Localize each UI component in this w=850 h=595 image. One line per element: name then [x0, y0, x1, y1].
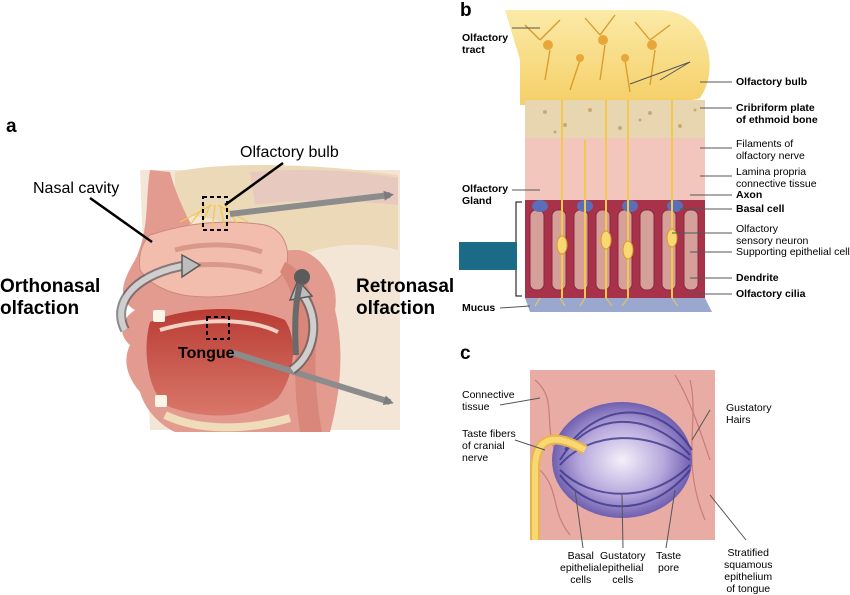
panel-letter-b: b	[460, 0, 472, 21]
label-olfactory-bulb-b: Olfactory bulb	[736, 76, 808, 88]
label-taste-pore: Taste pore	[656, 550, 682, 575]
label-olfactory-bulb-a: Olfactory bulb	[240, 144, 339, 161]
label-orthonasal: Orthonasal olfaction	[0, 276, 101, 319]
panel-letter-c: c	[460, 343, 471, 364]
panel-a-head	[89, 161, 400, 432]
label-olfactory-tract: Olfactory tract	[462, 32, 509, 57]
panel-letter-a: a	[6, 116, 17, 137]
label-nasal-cavity: Nasal cavity	[33, 180, 120, 197]
label-tongue: Tongue	[178, 345, 235, 362]
label-olfactory-cilia: Olfactory cilia	[736, 288, 806, 300]
label-sensory-neuron: Olfactory sensory neuron	[736, 223, 809, 248]
label-dendrite: Dendrite	[736, 272, 779, 284]
label-mucus: Mucus	[462, 302, 496, 314]
label-retronasal: Retronasal olfaction	[356, 276, 455, 319]
label-basal-epithelial-cells: Basal epithelial cells	[560, 550, 602, 587]
panel-c-taste-bud	[499, 370, 747, 549]
label-axon: Axon	[736, 189, 763, 201]
label-olfactory-gland: Olfactory Gland	[462, 183, 509, 208]
label-basal-cell: Basal cell	[736, 203, 785, 215]
panel-b-olfactory-epithelium	[459, 10, 732, 312]
label-filaments: Filaments of olfactory nerve	[736, 138, 805, 163]
label-cribriform-plate: Cribriform plate of ethmoid bone	[736, 102, 818, 127]
label-taste-fibers: Taste fibers of cranial nerve	[462, 428, 516, 465]
label-supporting-cell: Supporting epithelial cell	[736, 246, 850, 258]
label-lamina-propria: Lamina propria connective tissue	[736, 166, 817, 191]
label-gustatory-epithelial-cells: Gustatory epithelial cells	[600, 550, 646, 587]
label-gustatory-hairs: Gustatory Hairs	[726, 402, 772, 427]
label-connective-tissue: Connective tissue	[462, 389, 515, 414]
label-stratified-epithelium: Stratified squamous epithelium of tongue	[724, 547, 773, 595]
